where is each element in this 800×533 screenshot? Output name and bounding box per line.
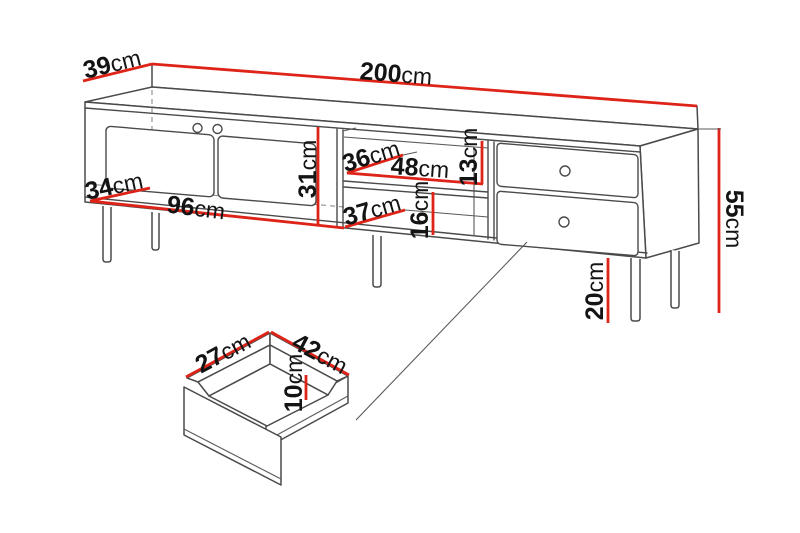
door-panels bbox=[105, 125, 317, 207]
drawer-detail-drawing bbox=[183, 332, 349, 486]
label-total-width: 200cm bbox=[359, 57, 433, 91]
leg-back-right bbox=[670, 250, 680, 309]
label-upper-compartment-height: 13cm bbox=[455, 128, 483, 186]
left-door bbox=[105, 125, 215, 198]
hidden-floor-edge bbox=[87, 183, 345, 208]
dim-line-37 bbox=[344, 208, 406, 229]
door-knob-left bbox=[192, 122, 203, 134]
drawer-floor bbox=[208, 363, 329, 427]
drawer-knob-upper bbox=[559, 165, 571, 177]
drawer-front-panel bbox=[183, 386, 282, 486]
middle-floor-back-line bbox=[404, 209, 489, 218]
right-door bbox=[217, 135, 317, 207]
dim-line-39 bbox=[82, 62, 153, 83]
label-left-inner-height: 31cm bbox=[294, 140, 322, 198]
label-top-depth: 39cm bbox=[80, 43, 144, 84]
right-side-panel bbox=[639, 128, 700, 259]
label-left-inner-depth: 34cm bbox=[82, 166, 145, 206]
label-shelf-width: 48cm bbox=[390, 152, 450, 184]
label-leg-height: 20cm bbox=[581, 262, 609, 320]
label-lower-shelf-depth: 37cm bbox=[340, 188, 404, 231]
leg-back-left bbox=[151, 212, 160, 251]
dimension-labels: 39cm 200cm 34cm 96cm 31cm 36cm 48cm 13cm… bbox=[80, 43, 748, 412]
label-total-height: 55cm bbox=[720, 190, 748, 248]
dim-line-27 bbox=[185, 330, 270, 379]
dim-line-34 bbox=[89, 186, 151, 203]
label-left-section-width: 96cm bbox=[165, 191, 226, 226]
label-lower-compartment-height: 16cm bbox=[406, 181, 434, 239]
tv-stand-drawing bbox=[84, 63, 700, 322]
drawer-front-panel-line bbox=[183, 428, 282, 480]
drawer-right-wall-line bbox=[265, 395, 349, 442]
door-knob-right bbox=[212, 123, 223, 135]
dim-line-42 bbox=[270, 330, 350, 377]
shelf-side-back-line bbox=[402, 151, 418, 156]
dim-line-48 bbox=[346, 171, 484, 186]
label-drawer-inner-height: 10cm bbox=[280, 354, 308, 412]
dim-line-36 bbox=[346, 153, 404, 175]
drawer-pointer-line bbox=[355, 241, 528, 421]
dim-line-96 bbox=[89, 199, 345, 230]
drawer-knob-lower bbox=[558, 216, 570, 228]
leg-front-right bbox=[630, 258, 641, 322]
divider-left-top bbox=[342, 127, 357, 132]
leg-front-middle bbox=[372, 235, 382, 288]
top-edge-line bbox=[84, 107, 641, 153]
dimension-lines bbox=[82, 62, 721, 400]
shelf-top-line bbox=[343, 180, 489, 193]
middle-ceiling-line bbox=[343, 136, 489, 149]
shelf-bottom-line bbox=[343, 186, 489, 199]
leg-front-left bbox=[102, 206, 112, 263]
dim-line-200 bbox=[151, 62, 698, 108]
